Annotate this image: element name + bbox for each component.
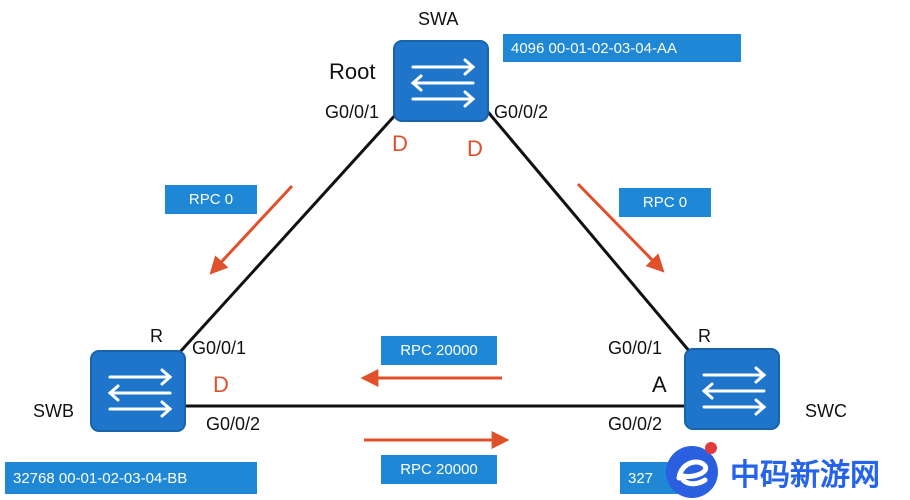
switch-swb[interactable] (90, 350, 186, 432)
swa-port-g002: G0/0/2 (494, 102, 549, 122)
swb-bridge-id: 32768 00-01-02-03-04-BB (5, 462, 257, 494)
swc-port-g001: G0/0/1 (608, 338, 663, 358)
swb-name: SWB (33, 401, 75, 421)
switch-arrows-icon (701, 366, 767, 416)
swa-root-label: Root (329, 59, 376, 84)
switch-arrows-icon (107, 368, 173, 418)
link-swa-swb (178, 110, 400, 354)
link-swa-swc (486, 111, 692, 353)
swb-root-port-label: R (150, 326, 163, 346)
arrow-right-down (576, 182, 665, 273)
swa-port-role-left: D (392, 131, 408, 156)
arrow-left-down (209, 184, 294, 275)
swc-port-g002: G0/0/2 (608, 414, 663, 434)
swc-port-role: A (652, 372, 667, 397)
swb-port-g001: G0/0/1 (192, 338, 247, 358)
switch-swa[interactable] (393, 40, 489, 122)
watermark-text: 中码新游网 (730, 458, 880, 493)
swa-name: SWA (418, 9, 459, 29)
swa-port-role-right: D (467, 136, 483, 161)
rpc-right-link: RPC 0 (619, 188, 711, 217)
swa-port-g001: G0/0/1 (325, 102, 380, 122)
swc-root-port-label: R (698, 326, 711, 346)
rpc-bottom-upper: RPC 20000 (381, 336, 497, 365)
swb-port-role: D (213, 372, 229, 397)
switch-swc[interactable] (684, 348, 780, 430)
e-logo-icon (666, 442, 718, 498)
switch-arrows-icon (410, 58, 476, 108)
rpc-left-link: RPC 0 (165, 185, 257, 214)
swc-name: SWC (805, 401, 847, 421)
swb-port-g002: G0/0/2 (206, 414, 261, 434)
swa-bridge-id: 4096 00-01-02-03-04-AA (503, 34, 741, 62)
rpc-bottom-lower: RPC 20000 (381, 455, 497, 484)
